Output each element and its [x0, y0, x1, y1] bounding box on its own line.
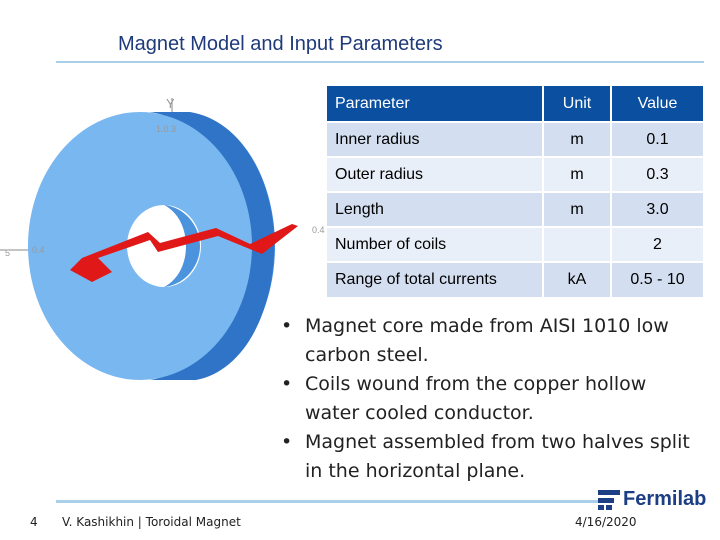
- cell-parameter: Length: [327, 191, 543, 227]
- table-row: Inner radius m 0.1: [327, 121, 703, 157]
- bullet-item: Coils wound from the copper hollow water…: [281, 370, 701, 428]
- table-row: Length m 3.0: [327, 191, 703, 227]
- magnet-side-shadow: [150, 112, 275, 380]
- magnet-bore-inner-wall: [164, 205, 200, 287]
- title-divider: [56, 61, 704, 63]
- cell-unit: m: [542, 156, 611, 192]
- cell-unit: m: [542, 191, 611, 227]
- cell-unit: [542, 226, 611, 262]
- magnet-model-figure: Y 1.0.3 5 0.4 0.4: [0, 96, 325, 380]
- cell-value: 0.5 - 10: [610, 261, 703, 297]
- cell-value: 0.1: [610, 121, 703, 157]
- table-row: Number of coils 2: [327, 226, 703, 262]
- table-row: Range of total currents kA 0.5 - 10: [327, 261, 703, 297]
- axis-label-y: Y: [166, 96, 175, 111]
- bullet-item: Magnet core made from AISI 1010 low carb…: [281, 312, 701, 370]
- cell-unit: m: [542, 121, 611, 157]
- footer-date: 4/16/2020: [575, 515, 637, 529]
- table-row: Outer radius m 0.3: [327, 156, 703, 192]
- cell-parameter: Number of coils: [327, 226, 543, 262]
- header-unit: Unit: [542, 86, 611, 122]
- footer-author: V. Kashikhin | Toroidal Magnet: [62, 515, 241, 529]
- cell-parameter: Inner radius: [327, 121, 543, 157]
- slide-title: Magnet Model and Input Parameters: [118, 33, 443, 55]
- cell-value: 3.0: [610, 191, 703, 227]
- axis-tick-left: 0.4: [32, 245, 45, 255]
- header-parameter: Parameter: [327, 86, 543, 122]
- cell-unit: kA: [542, 261, 611, 297]
- page-number: 4: [30, 515, 38, 529]
- cell-parameter: Outer radius: [327, 156, 543, 192]
- axis-label-left-x: 5: [5, 248, 10, 258]
- footer-divider: [56, 500, 598, 503]
- fermilab-logo: Fermilab: [598, 488, 706, 511]
- bullet-list: Magnet core made from AISI 1010 low carb…: [281, 312, 701, 486]
- table-header-row: Parameter Unit Value: [327, 86, 703, 122]
- bullet-item: Magnet assembled from two halves split i…: [281, 428, 701, 486]
- axis-tick-right: 0.4: [312, 225, 325, 235]
- fermilab-logo-text: Fermilab: [623, 488, 707, 510]
- fermilab-mark-icon: [598, 489, 620, 510]
- header-value: Value: [610, 86, 703, 122]
- cell-value: 2: [610, 226, 703, 262]
- axis-tick-y: 1.0.3: [156, 124, 176, 134]
- coil: [70, 224, 298, 282]
- parameter-table: Parameter Unit Value Inner radius m 0.1 …: [327, 86, 703, 297]
- cell-value: 0.3: [610, 156, 703, 192]
- cell-parameter: Range of total currents: [327, 261, 543, 297]
